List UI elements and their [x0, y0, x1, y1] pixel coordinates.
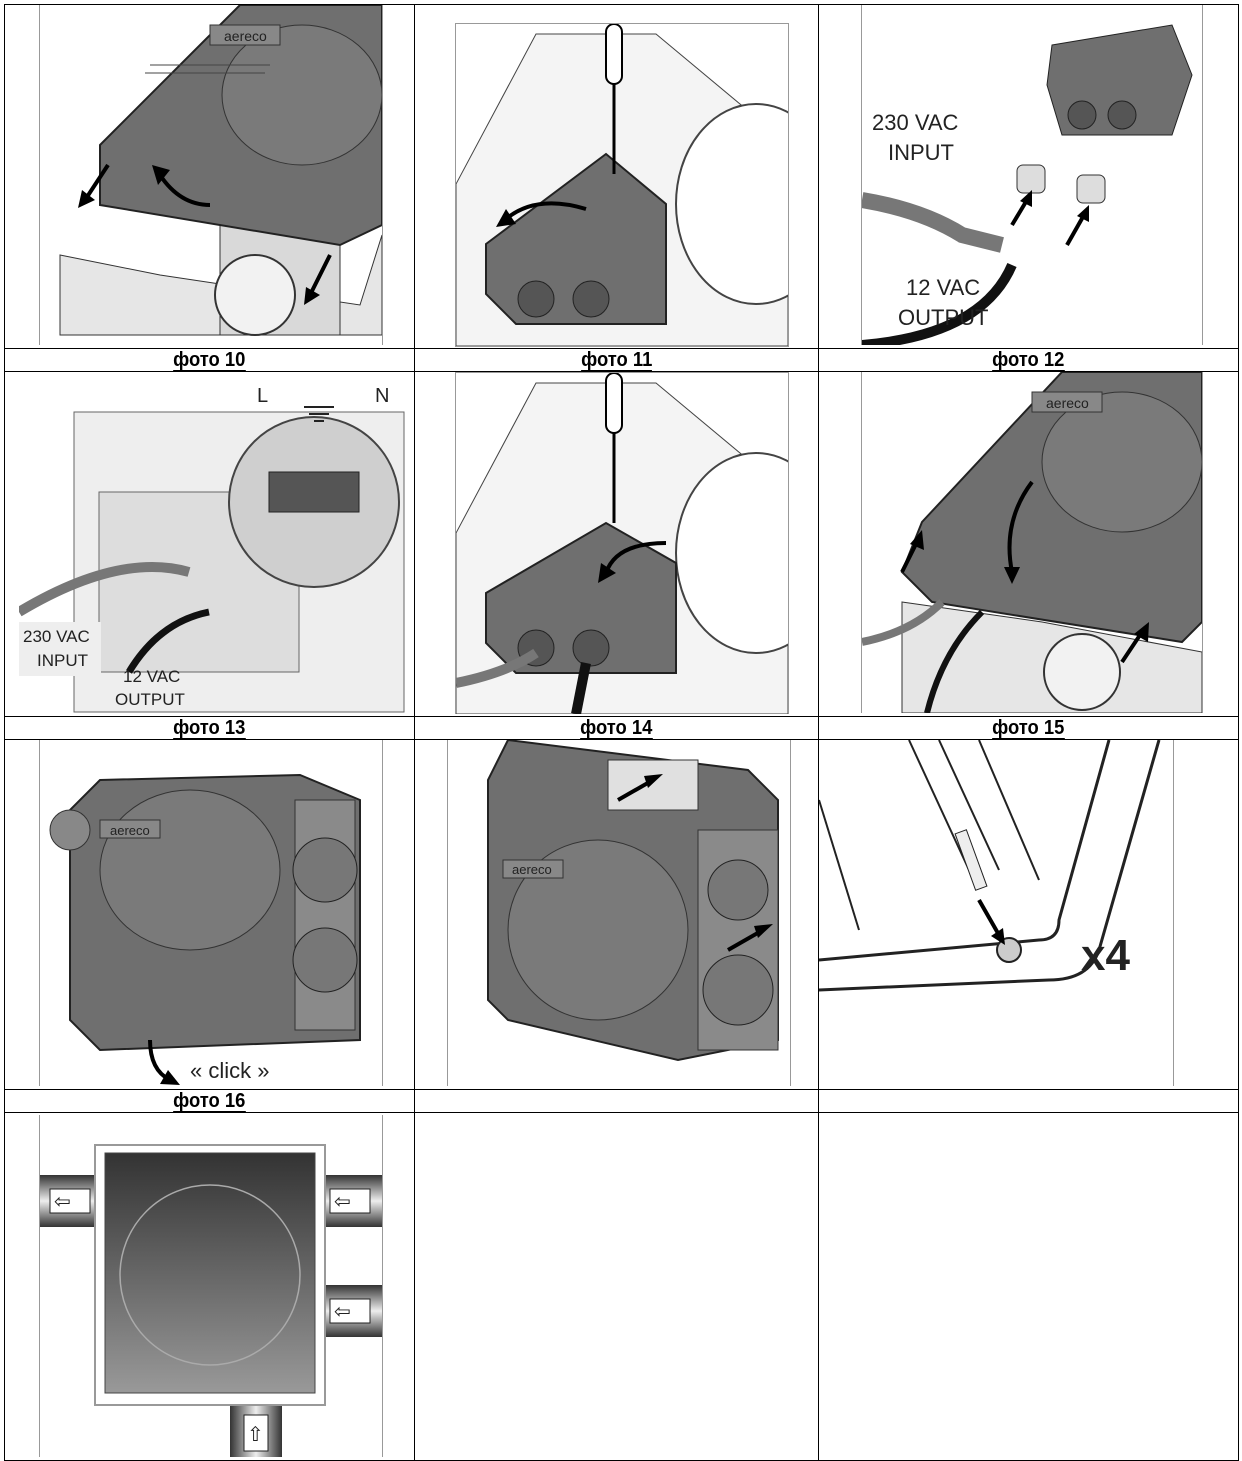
arrow-glyph: ⇦ — [54, 1191, 71, 1213]
svg-text:⇧: ⇧ — [247, 1424, 264, 1446]
photo-cell-15: aereco — [818, 371, 1239, 717]
caption-14: фото 14 — [414, 715, 819, 741]
caption-12: фото 12 — [818, 347, 1239, 373]
svg-text:⇦: ⇦ — [334, 1191, 351, 1213]
input-label-2: INPUT — [37, 651, 88, 670]
photo-13-figure: L N 230 VAC INPUT 12 VAC OUTPUT — [19, 372, 409, 714]
input-label-2: INPUT — [888, 140, 954, 165]
svg-text:⇦: ⇦ — [334, 1301, 351, 1323]
input-label: 230 VAC — [872, 110, 959, 135]
arrow-icon — [83, 163, 110, 202]
neutral-label: N — [375, 385, 389, 407]
output-label-2: OUTPUT — [898, 305, 988, 330]
photo-cell-19: ⇦ ⇦ ⇦ ⇧ — [4, 1112, 415, 1461]
photo-10-figure: aereco — [39, 5, 383, 345]
caption-18 — [818, 1088, 1239, 1114]
click-label: « click » — [190, 1058, 269, 1083]
brand-logo: aereco — [110, 823, 150, 838]
caption-10: фото 10 — [4, 347, 415, 373]
caption-text: фото 10 — [173, 348, 246, 371]
photo-cell-20-empty — [414, 1112, 819, 1461]
brand-logo: aereco — [224, 28, 267, 44]
photo-18-figure: x4 — [819, 740, 1174, 1087]
photo-cell-16: aereco « click » — [4, 739, 415, 1090]
brand-logo: aereco — [1046, 395, 1089, 411]
brand-logo: aereco — [512, 862, 552, 877]
caption-16: фото 16 — [4, 1088, 415, 1114]
output-label-2: OUTPUT — [115, 690, 185, 709]
photo-cell-18: x4 — [818, 739, 1239, 1090]
photo-cell-17: aereco — [414, 739, 819, 1090]
photo-11-figure — [455, 23, 789, 347]
caption-text: фото 11 — [580, 348, 653, 371]
photo-cell-14 — [414, 371, 819, 717]
count-label: x4 — [1081, 931, 1130, 980]
photo-cell-13: L N 230 VAC INPUT 12 VAC OUTPUT — [4, 371, 415, 717]
screwdriver-icon — [605, 24, 623, 85]
caption-text: фото 13 — [173, 716, 246, 739]
photo-17-figure: aereco — [447, 740, 791, 1087]
photo-16-figure: aereco « click » — [39, 740, 383, 1087]
instruction-photo-grid: aereco — [4, 4, 1239, 1461]
caption-15: фото 15 — [818, 715, 1239, 741]
caption-13: фото 13 — [4, 715, 415, 741]
photo-19-figure: ⇦ ⇦ ⇦ ⇧ — [39, 1115, 383, 1458]
photo-14-figure — [455, 372, 789, 715]
photo-12-figure: 230 VAC INPUT 12 VAC OUTPUT — [861, 5, 1203, 345]
photo-cell-12: 230 VAC INPUT 12 VAC OUTPUT — [818, 4, 1239, 349]
photo-cell-11 — [414, 4, 819, 349]
caption-text: фото 12 — [992, 348, 1065, 371]
input-label: 230 VAC — [23, 627, 90, 646]
caption-text: фото 15 — [992, 716, 1065, 739]
arrow-left-icon — [49, 1188, 91, 1214]
output-label: 12 VAC — [123, 667, 180, 686]
live-label: L — [257, 385, 268, 407]
photo-cell-10: aereco — [4, 4, 415, 349]
photo-cell-21-empty — [818, 1112, 1239, 1461]
caption-text: фото 16 — [173, 1089, 246, 1112]
photo-15-figure: aereco — [861, 372, 1203, 714]
screw-icon — [954, 829, 988, 891]
caption-17 — [414, 1088, 819, 1114]
output-label: 12 VAC — [906, 275, 980, 300]
caption-11: фото 11 — [414, 347, 819, 373]
caption-text: фото 14 — [580, 716, 653, 739]
